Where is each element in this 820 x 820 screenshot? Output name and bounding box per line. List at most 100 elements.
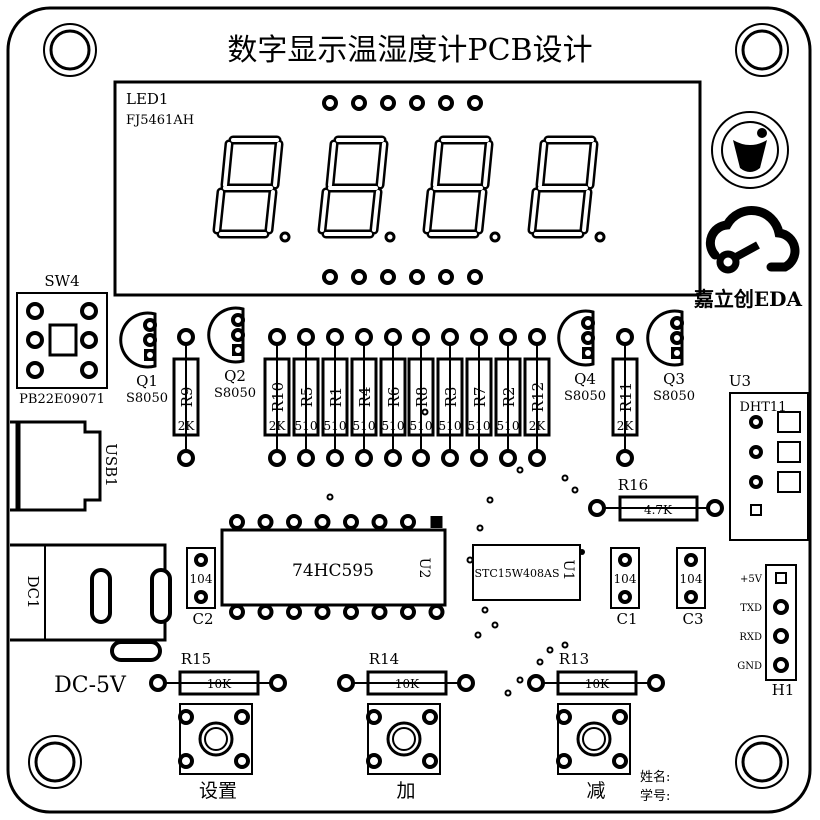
u2-outline [220, 528, 447, 607]
pad [670, 331, 684, 345]
resistor-value: 510 [353, 419, 376, 433]
resistor-value: 510 [439, 419, 462, 433]
resistor-ref: R11 [617, 382, 635, 412]
u1-outline [472, 544, 581, 601]
capacitor-ref: C2 [192, 610, 213, 628]
pad [286, 604, 302, 620]
pad [194, 553, 208, 567]
header-outline [765, 564, 797, 681]
mounting-hole [735, 735, 789, 789]
pad [343, 514, 359, 530]
resistor-value: 510 [497, 419, 520, 433]
resistor-ref: R8 [413, 387, 431, 408]
via [466, 556, 474, 564]
pad [384, 449, 402, 467]
pad [269, 674, 287, 692]
via [561, 641, 569, 649]
pad [380, 269, 396, 285]
transistor-ref: Q2 [224, 367, 246, 385]
resistor-ref: R12 [529, 382, 547, 412]
push-button[interactable] [556, 703, 631, 775]
led-part: FJ5461AH [126, 113, 194, 128]
pad [26, 302, 44, 320]
pad [229, 514, 245, 530]
resistor-value: 510 [324, 419, 347, 433]
sensor-part: DHT11 [740, 400, 787, 415]
square-pad [430, 516, 443, 528]
pad [749, 445, 763, 459]
pad [684, 590, 698, 604]
transistor-part: S8050 [126, 391, 168, 406]
pad [616, 328, 634, 346]
via [474, 631, 482, 639]
pad [26, 361, 44, 379]
resistor-ref: R2 [500, 387, 518, 408]
switch-outline [16, 292, 108, 389]
eda-logo-text: 嘉立创EDA [693, 287, 803, 311]
pad [371, 514, 388, 530]
pad [231, 328, 245, 342]
push-button[interactable] [178, 703, 253, 775]
pad [355, 449, 373, 467]
dc-ref: DC1 [24, 575, 42, 608]
pad [749, 475, 763, 489]
pad [773, 599, 789, 615]
mounting-hole [28, 735, 82, 789]
digit [317, 135, 396, 243]
pad [234, 753, 250, 769]
board-title: 数字显示温湿度计PCB设计 [227, 33, 592, 68]
mounting-holes [28, 23, 789, 789]
mounting-hole [735, 23, 789, 77]
pad [616, 449, 634, 467]
capacitor-value: 104 [680, 572, 703, 586]
pad [314, 604, 331, 620]
pad [438, 95, 454, 111]
dc-label: DC-5V [54, 673, 127, 698]
pad [337, 674, 355, 692]
pad [499, 449, 517, 467]
resistor-ref: R9 [178, 387, 196, 408]
button-label: 设置 [199, 780, 237, 802]
resistor-ref: R7 [471, 387, 489, 408]
pad [234, 709, 250, 725]
r16-ref: R16 [618, 476, 648, 494]
pad [286, 514, 302, 530]
header-pin-label: RXD [739, 632, 762, 643]
pad [470, 449, 488, 467]
switch-actuator [48, 323, 78, 357]
resistor-value: 10K [395, 677, 420, 691]
via [546, 646, 554, 654]
pad [409, 269, 425, 285]
pad [351, 95, 367, 111]
decimal-point [384, 231, 396, 243]
mounting-hole [43, 23, 97, 77]
pad [326, 328, 344, 346]
transistor-part: S8050 [564, 389, 606, 404]
transistor-part: S8050 [214, 386, 256, 401]
pad [581, 316, 595, 330]
push-button[interactable] [366, 703, 441, 775]
pad [749, 415, 763, 429]
pad [467, 269, 483, 285]
sensor-ref: U3 [729, 372, 751, 390]
pad [467, 95, 483, 111]
header-ref: H1 [772, 681, 795, 699]
digit [212, 135, 291, 243]
pad [322, 95, 338, 111]
transistor-ref: Q1 [136, 372, 158, 390]
switch-part: PB22E09071 [19, 392, 105, 407]
resistor-value: 2K [269, 419, 287, 433]
